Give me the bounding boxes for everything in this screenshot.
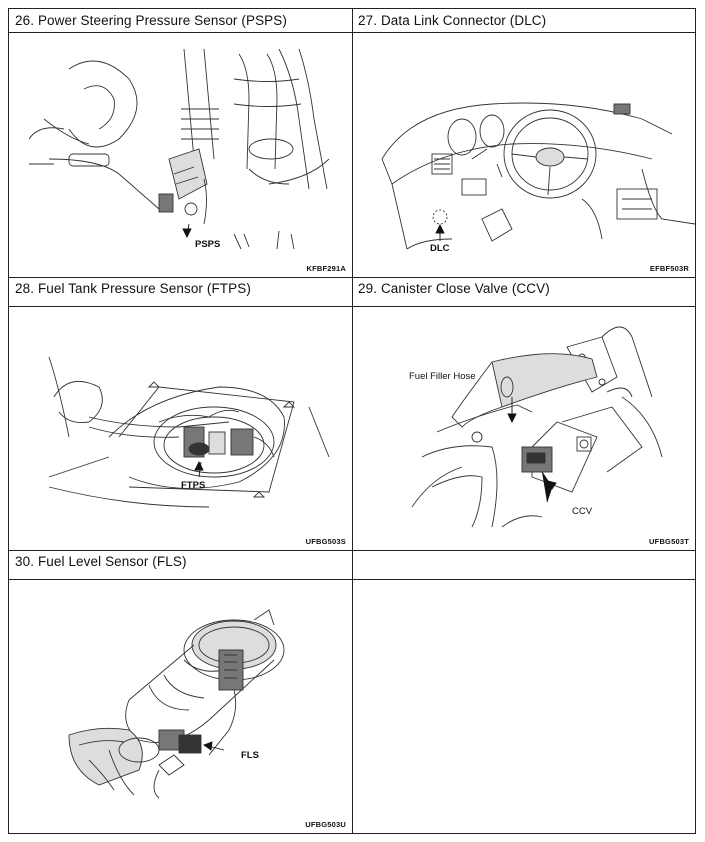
ccv-illustration: [411, 326, 663, 528]
row-divider-2: [9, 550, 695, 551]
panel-dlc: 27. Data Link Connector (DLC): [352, 9, 696, 277]
callout-dlc: DLC: [430, 243, 450, 254]
header-divider-row3: [9, 579, 695, 580]
panel-number: 30.: [15, 554, 35, 569]
panel-title: 28. Fuel Tank Pressure Sensor (FTPS): [15, 281, 251, 296]
panel-title-text: Fuel Tank Pressure Sensor (FTPS): [37, 281, 251, 296]
callout-psps: PSPS: [195, 239, 221, 250]
panel-number: 26.: [15, 13, 35, 28]
panel-ftps: 28. Fuel Tank Pressure Sensor (FTPS): [9, 277, 352, 550]
header-divider-row1: [9, 32, 695, 33]
figure-code: UFBG503U: [305, 820, 346, 829]
callout-ccv: CCV: [572, 506, 593, 517]
panel-title-text: Data Link Connector (DLC): [380, 13, 547, 28]
panel-fls: 30. Fuel Level Sensor (FLS): [9, 550, 352, 833]
callout-fuel-filler-hose: Fuel Filler Hose: [409, 371, 476, 382]
callout-ftps: FTPS: [181, 480, 206, 491]
panel-ccv: 29. Canister Close Valve (CCV): [352, 277, 695, 550]
fls-illustration: [68, 609, 285, 799]
figure-code: UFBG503S: [305, 537, 346, 546]
header-divider-row2: [9, 306, 695, 307]
panel-number: 27.: [358, 13, 378, 28]
ftps-illustration: [48, 356, 330, 508]
callout-fls: FLS: [241, 750, 259, 761]
figure-code: KFBF291A: [306, 264, 346, 273]
panel-title-text: Power Steering Pressure Sensor (PSPS): [37, 13, 287, 28]
panel-empty: [352, 550, 695, 833]
panel-psps: 26. Power Steering Pressure Sensor (PSPS…: [9, 9, 352, 277]
panel-title: 29. Canister Close Valve (CCV): [358, 281, 550, 296]
panel-title: 27. Data Link Connector (DLC): [358, 13, 546, 28]
panel-title: 26. Power Steering Pressure Sensor (PSPS…: [15, 13, 287, 28]
dlc-illustration: [381, 102, 696, 250]
panel-number: 28.: [15, 281, 35, 296]
panel-title-text: Canister Close Valve (CCV): [380, 281, 550, 296]
figure-code: EFBF503R: [649, 264, 689, 273]
row-divider-1: [9, 277, 695, 278]
figure-code: UFBG503T: [649, 537, 689, 546]
psps-illustration: [28, 48, 330, 250]
sensor-diagram-table: 26. Power Steering Pressure Sensor (PSPS…: [8, 8, 696, 834]
column-divider: [352, 9, 353, 833]
panel-title: 30. Fuel Level Sensor (FLS): [15, 554, 187, 569]
panel-title-text: Fuel Level Sensor (FLS): [37, 554, 187, 569]
panel-number: 29.: [358, 281, 378, 296]
